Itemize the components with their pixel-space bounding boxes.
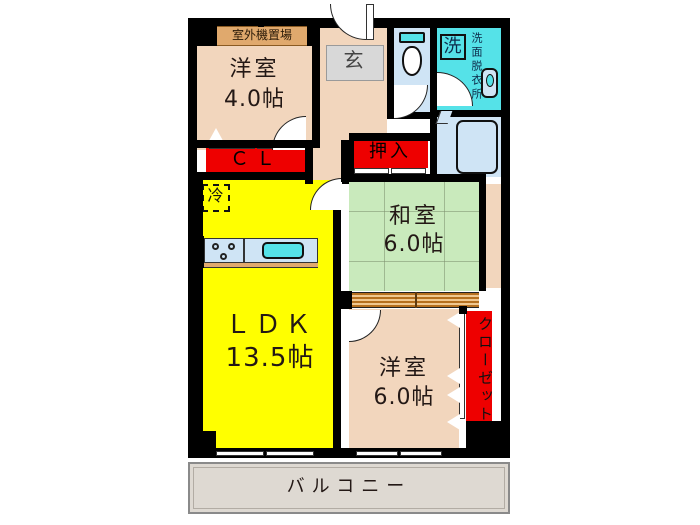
ldk-name: ＬＤＫ [224,310,315,340]
wall-bath-top [437,110,501,117]
wall-washitsu-right [479,181,486,291]
wall-oshiire-left [349,133,354,181]
fridge-label: 冷 [207,186,225,205]
washitsu-side-nook [486,184,501,288]
yoshitsu-bottom-balcony-door-right[interactable] [400,451,442,456]
wall-toilet-right [430,18,437,128]
fridge-space [202,184,230,212]
entry-door-leaf[interactable] [366,4,374,40]
entry-door-frame [319,18,329,28]
tatami-line-v2 [444,181,445,291]
balcony-inner-line [193,467,505,509]
room-washitsu [349,181,479,291]
stove-burner-1-icon [212,243,219,250]
toilet-bowl-icon [402,46,422,76]
tatami-line-h2 [349,261,479,262]
ldk-balcony-door-right[interactable] [266,451,314,456]
exterior-wall-bottom [188,448,510,458]
closet-kurozetto-area [466,311,492,421]
genkan-label: 玄 [343,48,367,72]
balcony-area [188,462,510,514]
stove-burner-2-icon [228,243,235,250]
oshiire-door-left[interactable] [354,168,389,174]
closet-kurozetto-label: クローゼット [476,316,494,424]
kitchen-counter-wall [202,236,204,268]
oshiire-label: 押入 [369,141,411,162]
washer-space-icon [440,34,466,60]
wall-yoshitsu-top-right [312,28,320,148]
washitsu-size: 6.0帖 [383,232,445,257]
closet-fold-chevron-4 [447,414,460,430]
closet-fold-chevron-3 [447,387,460,403]
balcony-label: バルコニー [286,476,412,497]
wall-left-outdoor [197,18,217,46]
kitchen-sink-icon [262,242,304,259]
closet-fold-chevron-2 [447,368,460,384]
closet-cl-area [206,148,306,172]
bathtub-icon [456,120,498,174]
exterior-wall-left [188,18,197,458]
closet-fold-chevron-1 [447,312,460,328]
closet-cl-label: ＣＬ [229,148,282,170]
wall-yoshitsu-bottom-right [459,306,467,314]
wall-ldk-left-edge [197,180,203,448]
wall-hall-left [305,140,313,184]
wall-washitsu-bottom-left [341,291,352,309]
exterior-wall-right [501,18,510,458]
washitsu-fusuma-divider [415,292,417,308]
wall-cl-bottom [197,172,312,180]
closet-kurozetto-door[interactable] [459,313,465,419]
sink-faucet-icon [486,74,494,87]
genkan-tile [326,45,384,81]
room-ldk [197,180,340,448]
wall-washitsu-top [341,174,486,182]
oshiire-area [352,140,428,168]
washer-label: 洗 [443,36,463,57]
stove-burner-3-icon [220,253,227,260]
wall-bath-left [430,117,437,184]
yoshitsu-top-name: 洋室 [229,57,280,82]
kitchen-counter-divider [243,238,245,263]
oshiire-door-right[interactable] [391,168,426,174]
wall-closet-bottom [466,421,501,448]
vanity-label: 洗面脱衣所 [470,32,483,102]
wall-cl-top [197,140,312,148]
wall-nub-outdoor [258,18,264,27]
ldk-balcony-door-left[interactable] [216,451,264,456]
yoshitsu-bottom-name: 洋室 [378,356,429,381]
wall-ldk-right [333,180,341,448]
outdoor-unit-label: 室外機置場 [231,28,292,42]
yoshitsu-bottom-size: 6.0帖 [373,385,435,410]
ldk-size: 13.5帖 [225,343,315,373]
wall-oshiire-top [349,133,431,141]
yoshitsu-top-size: 4.0帖 [224,87,285,112]
tatami-line-h1 [349,211,479,212]
wall-toilet-left [387,18,394,118]
wall-hall-right [341,140,349,184]
yoshitsu-bottom-balcony-door-left[interactable] [356,451,398,456]
tatami-line-v1 [384,181,385,291]
wall-top-right-block [437,18,501,28]
washitsu-name: 和室 [388,204,439,229]
kitchen-counter-front [204,263,318,268]
toilet-tank-icon [399,32,425,43]
